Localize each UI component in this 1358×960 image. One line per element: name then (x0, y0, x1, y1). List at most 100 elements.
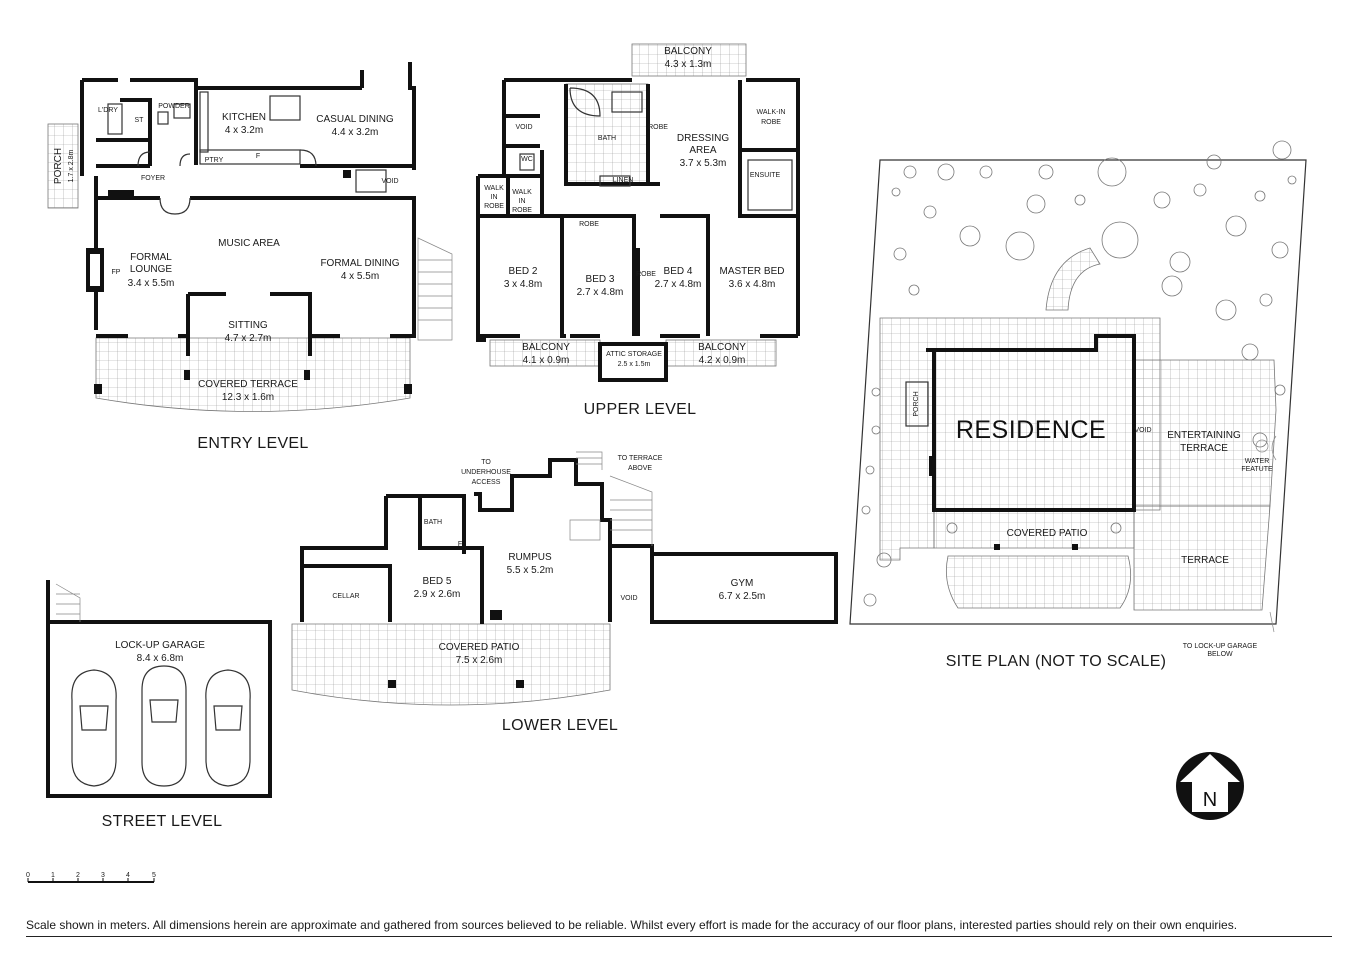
casual-dining-dim: 4.4 x 3.2m (332, 127, 379, 138)
bed4-label: BED 4 (664, 266, 693, 277)
walk-in-robe-b-3: ROBE (512, 207, 532, 214)
walk-in-robe-b-2: IN (519, 198, 526, 205)
rumpus-dim: 5.5 x 5.2m (507, 565, 554, 576)
scale-tick-0: 0 (26, 872, 30, 879)
to-terrace-above-2: ABOVE (628, 465, 652, 472)
sitting-dim: 4.7 x 2.7m (225, 333, 272, 344)
walk-in-robe-label-1: WALK-IN (757, 109, 786, 116)
street-level-title: STREET LEVEL (102, 813, 223, 830)
porch-dim: 1.7 x 2.8m (68, 149, 75, 182)
upper-balcony-dim: 4.3 x 1.3m (665, 59, 712, 70)
porch-label: PORCH (53, 148, 64, 184)
bed4-dim: 2.7 x 4.8m (655, 279, 702, 290)
robe-label-upper: ROBE (648, 124, 668, 131)
bed3-label: BED 3 (586, 274, 615, 285)
master-bed-label: MASTER BED (719, 266, 784, 277)
entry-level-title: ENTRY LEVEL (197, 435, 308, 452)
walk-in-robe-label-2: ROBE (761, 119, 781, 126)
dressing-area-label-2: AREA (689, 145, 717, 156)
bed2-dim: 3 x 4.8m (504, 279, 542, 290)
bath-label: BATH (598, 135, 616, 142)
disclaimer-text: Scale shown in meters. All dimensions he… (26, 918, 1238, 932)
attic-storage-label: ATTIC STORAGE (606, 351, 662, 358)
bed3-dim: 2.7 x 4.8m (577, 287, 624, 298)
walk-in-robe-a-2: IN (491, 194, 498, 201)
kitchen-dim: 4 x 3.2m (225, 125, 263, 136)
balcony-left-dim: 4.1 x 0.9m (523, 355, 570, 366)
cellar-label: CELLAR (332, 593, 359, 600)
gym-dim: 6.7 x 2.5m (719, 591, 766, 602)
entertaining-terrace-1: ENTERTAINING (1167, 430, 1241, 441)
rumpus-label: RUMPUS (508, 552, 552, 563)
powder-label: POWDER (158, 103, 190, 110)
ensuite-label: ENSUITE (750, 172, 781, 179)
to-underhouse-2: UNDERHOUSE (461, 469, 511, 476)
lower-covered-patio-label: COVERED PATIO (439, 642, 520, 653)
site-terrace-label: TERRACE (1181, 555, 1229, 566)
car-icons (71, 665, 251, 787)
st-label: ST (135, 117, 145, 124)
walk-in-robe-a-3: ROBE (484, 203, 504, 210)
upper-balcony-label: BALCONY (664, 46, 712, 57)
lower-void-label: VOID (620, 595, 637, 602)
site-covered-patio-label: COVERED PATIO (1007, 528, 1088, 539)
entry-void-label: VOID (381, 178, 398, 185)
attic-storage-dim: 2.5 x 1.5m (618, 361, 651, 368)
site-plan (849, 140, 1307, 633)
north-label: N (1203, 789, 1217, 811)
site-porch-label: PORCH (913, 391, 920, 416)
scale-tick-4: 4 (126, 872, 130, 879)
master-bed-dim: 3.6 x 4.8m (729, 279, 776, 290)
dressing-area-label-1: DRESSING (677, 133, 729, 144)
bed3-robe-label: ROBE (579, 221, 599, 228)
music-area-label: MUSIC AREA (218, 238, 280, 249)
scale-tick-2: 2 (76, 872, 80, 879)
water-feature-1: WATER (1245, 458, 1270, 465)
pantry-label: PTRY (205, 157, 224, 164)
bed4-robe-label: ROBE (636, 271, 656, 278)
lower-bath-label: BATH (424, 519, 442, 526)
fireplace-label: FP (112, 269, 121, 276)
lower-level-title: LOWER LEVEL (502, 717, 618, 734)
scale-tick-3: 3 (101, 872, 105, 879)
formal-dining-dim: 4 x 5.5m (341, 271, 379, 282)
to-garage-1: TO LOCK-UP GARAGE (1183, 643, 1258, 650)
sitting-label: SITTING (228, 320, 268, 331)
walk-in-robe-b-1: WALK (512, 189, 532, 196)
gym-label: GYM (731, 578, 754, 589)
upper-level-plan (476, 43, 800, 382)
upper-void-label: VOID (515, 124, 532, 131)
lower-fridge-label: F (458, 541, 462, 548)
water-feature-2: FEATUTE (1241, 466, 1273, 473)
formal-lounge-label-2: LOUNGE (130, 264, 173, 275)
residence-label: RESIDENCE (956, 416, 1106, 444)
balcony-right-dim: 4.2 x 0.9m (699, 355, 746, 366)
foyer-label: FOYER (141, 175, 165, 182)
balcony-left-label: BALCONY (522, 342, 570, 353)
formal-lounge-dim: 3.4 x 5.5m (128, 278, 175, 289)
scale-tick-1: 1 (51, 872, 55, 879)
to-underhouse-3: ACCESS (472, 479, 501, 486)
covered-terrace-dim: 12.3 x 1.6m (222, 392, 274, 403)
scale-bar (27, 878, 155, 883)
covered-terrace-label: COVERED TERRACE (198, 379, 298, 390)
to-terrace-above-1: TO TERRACE (618, 455, 663, 462)
linen-label: LINEN (613, 177, 634, 184)
site-plan-title: SITE PLAN (NOT TO SCALE) (946, 653, 1167, 670)
fridge-label: F (256, 153, 260, 160)
ldry-label: L'DRY (98, 107, 118, 114)
lower-level-plan (291, 451, 838, 706)
kitchen-label: KITCHEN (222, 112, 266, 123)
formal-dining-label: FORMAL DINING (320, 258, 399, 269)
scale-tick-5: 5 (152, 872, 156, 879)
wc-label: WC (521, 156, 533, 163)
dressing-area-dim: 3.7 x 5.3m (680, 158, 727, 169)
entry-level-plan (47, 62, 453, 412)
upper-level-title: UPPER LEVEL (584, 401, 697, 418)
site-trees (861, 140, 1297, 607)
lower-covered-patio-dim: 7.5 x 2.6m (456, 655, 503, 666)
disclaimer-underline (26, 936, 1332, 937)
north-arrow-icon (1176, 752, 1244, 820)
casual-dining-label: CASUAL DINING (316, 114, 394, 125)
